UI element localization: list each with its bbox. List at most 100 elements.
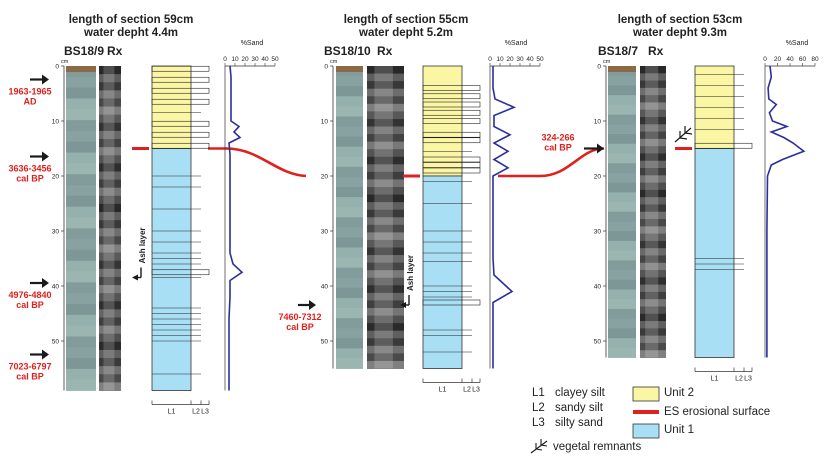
xray-band — [640, 255, 666, 264]
legend-graphics — [530, 386, 660, 454]
sand-curve — [766, 65, 806, 358]
xray-band — [367, 134, 404, 143]
depth-tick-label: 0 — [324, 64, 328, 71]
core-photo-band — [66, 174, 96, 186]
depth-tick-label: 50 — [594, 339, 602, 346]
core-photo-band — [608, 240, 636, 252]
xray-band — [640, 102, 666, 111]
date-label: cal BP — [16, 300, 44, 310]
depth-tick-label: 10 — [321, 119, 329, 126]
legend-desc-l1: clayey silt — [555, 387, 605, 399]
ash-layer-label: Ash layer — [138, 227, 147, 263]
core-photo-band — [336, 207, 363, 218]
xray-band — [99, 285, 121, 294]
xray-highlight — [645, 66, 659, 358]
sand-tick-label: 60 — [799, 56, 807, 63]
core-photo-band — [66, 120, 96, 132]
sand-tick-label: 50 — [536, 56, 544, 63]
section-length-text: length of section 55cm — [343, 14, 469, 26]
xray-band — [367, 255, 404, 264]
sand-tick-label: 20 — [241, 56, 249, 63]
xray-band — [367, 96, 404, 105]
xray-band — [367, 81, 404, 90]
core-photo-band — [336, 308, 363, 319]
core-photo-band — [66, 239, 96, 251]
sand-title: %Sand — [786, 40, 809, 47]
date-label: 324-266 — [541, 133, 574, 143]
xray-band — [367, 247, 404, 256]
core-photo-band — [608, 114, 636, 125]
core-photo-band — [66, 347, 96, 359]
xray-band — [367, 315, 404, 324]
depth-tick-label: 20 — [52, 174, 60, 181]
core-photo-band — [608, 308, 636, 320]
date-label: cal BP — [16, 174, 44, 184]
water-depth-text: water depht 4.4m — [84, 27, 178, 39]
sand-tick-label: 40 — [786, 56, 794, 63]
xray-band — [367, 330, 404, 339]
sand-tick-label: 0 — [223, 56, 227, 63]
xray-band — [99, 155, 121, 164]
xray-band — [640, 291, 666, 300]
xray-band — [367, 338, 404, 347]
xray-band — [640, 270, 666, 278]
xray-band — [367, 224, 404, 233]
depth-tick-label: 10 — [52, 119, 60, 126]
core-photo-top — [66, 66, 96, 72]
depth-tick-label: 20 — [321, 174, 329, 181]
legend-code-l3: L3 — [532, 417, 545, 429]
core-photo-band — [336, 267, 363, 279]
header-bs18-7: length of section 53cm water depht 9.3m — [595, 14, 765, 40]
legend-unit1-label: Unit 1 — [664, 424, 695, 436]
core-photo-band — [608, 270, 636, 281]
xray-band — [640, 226, 666, 235]
xray-band — [640, 80, 666, 89]
vegetal-remnant-icon — [674, 126, 693, 143]
core-photo-band — [336, 338, 363, 349]
rx-label: Rx — [107, 44, 123, 58]
depth-tick-label: 20 — [594, 174, 602, 181]
xray-band — [640, 197, 666, 205]
section-length-text: length of section 53cm — [617, 14, 743, 26]
xray-band — [99, 179, 121, 189]
xray-band — [367, 103, 404, 112]
date-label: 7460-7312 — [278, 312, 321, 322]
xray-band — [640, 66, 666, 74]
sand-tick-label: 10 — [496, 56, 504, 63]
date-label: 3636-3456 — [8, 164, 51, 174]
core-photo-band — [66, 249, 96, 262]
core-photo-band — [608, 289, 636, 300]
xray-band — [640, 262, 666, 271]
core-name-bs18-7: BS18/7 — [598, 44, 639, 58]
xray-band — [99, 163, 121, 172]
core-photo-band — [336, 166, 363, 178]
xray-band — [640, 299, 666, 307]
xray-band — [99, 268, 121, 278]
core-photo-band — [608, 124, 636, 135]
date-label: cal BP — [286, 322, 314, 332]
legend-unit2-label: Unit 2 — [664, 387, 695, 399]
xray-band — [640, 277, 666, 286]
xray-band — [367, 360, 404, 369]
core-photo-band — [66, 282, 96, 294]
silty-sand-layer — [422, 131, 481, 138]
core-photo-band — [336, 136, 363, 148]
xray-band — [367, 300, 404, 309]
sand-curve — [228, 65, 244, 391]
header-bs18-10: length of section 55cm water depht 5.2m — [321, 14, 491, 40]
legend-vegetal-label: vegetal remnants — [553, 441, 642, 453]
date-label: cal BP — [544, 143, 572, 153]
sand-tick-label: 40 — [526, 56, 534, 63]
xray-band — [640, 73, 666, 82]
core-photo-band — [66, 271, 96, 283]
sand-tick-label: 80 — [811, 56, 819, 63]
sand-tick-label: 20 — [506, 56, 514, 63]
core-photo-band — [336, 247, 363, 259]
core-photo-band — [336, 348, 363, 359]
core-photo-band — [66, 228, 96, 240]
xray-band — [367, 164, 404, 173]
xray-band — [367, 270, 404, 279]
xray-band — [99, 374, 121, 383]
unit1-block — [422, 175, 463, 369]
